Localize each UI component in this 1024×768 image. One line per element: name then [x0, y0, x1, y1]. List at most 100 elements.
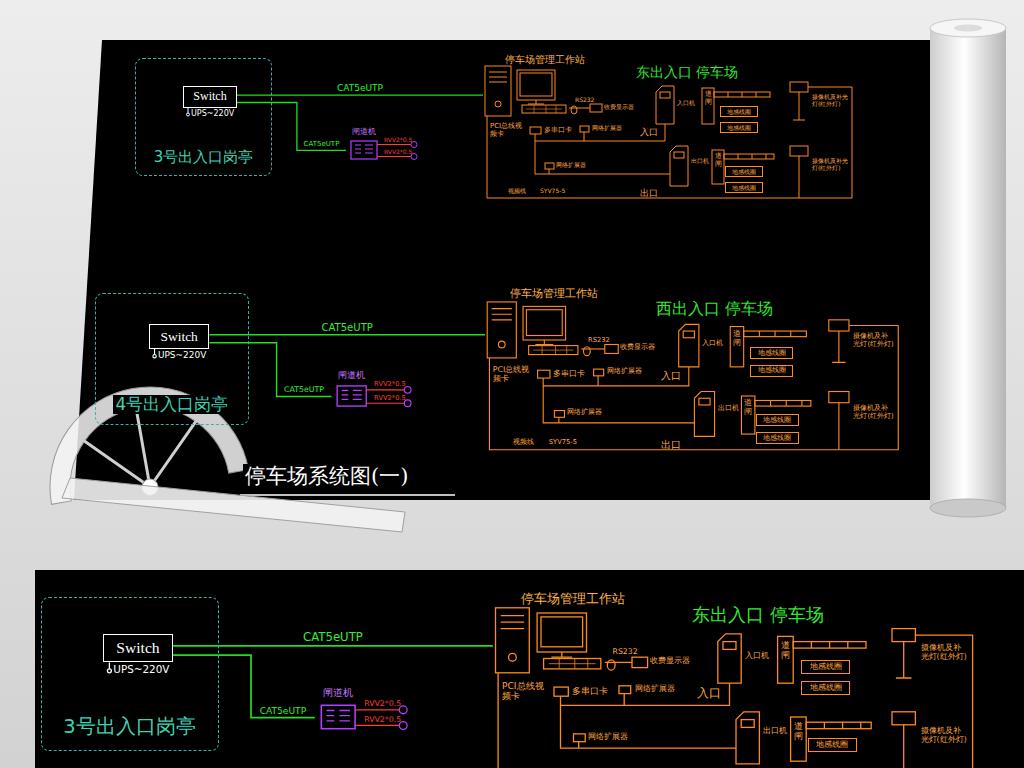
cable-label: 视频线	[513, 439, 534, 447]
node-text: 地感线圈	[727, 109, 751, 115]
cable-spec: RVV2*0.5	[364, 716, 401, 725]
device-label: 出口机	[691, 158, 709, 165]
ground-loop-coil-box: 地感线圈	[808, 738, 857, 752]
device-label: 多串口卡	[553, 369, 585, 378]
network-cable	[237, 103, 346, 151]
network-cable	[173, 655, 315, 717]
device-label: 收费显示器	[604, 104, 634, 111]
ground-loop-coil-box: 地感线圈	[801, 681, 850, 695]
camera-label: 摄像机及补光灯(红外灯)	[853, 405, 893, 420]
node-text: 停车场管理工作站	[510, 288, 598, 301]
device-label: 多串口卡	[572, 686, 608, 696]
device-label: 网络扩展器	[556, 162, 586, 169]
lane-label: 入口	[640, 127, 658, 137]
cable-label: CAT5eUTP	[336, 84, 384, 94]
paper-roll	[930, 28, 1006, 508]
ground-loop-coil-box: 地感线圈	[801, 660, 850, 674]
node-text: 闸道机	[323, 687, 353, 699]
port-label: RS232	[588, 337, 610, 345]
ups-label: UPS~220V	[158, 350, 206, 360]
gate-label: 道闸	[781, 640, 790, 660]
node-text: 地感线圈	[732, 169, 756, 175]
network-switch-box: Switch	[149, 324, 209, 349]
gate-label: 道闸	[794, 721, 803, 741]
device-label: 多串口卡	[544, 126, 572, 134]
ground-loop-coil-box: 地感线圈	[725, 182, 763, 193]
section-west	[153, 302, 898, 450]
roll-core	[954, 25, 982, 32]
workstation: 停车场管理工作站	[493, 592, 636, 675]
device-label: 入口机	[702, 340, 723, 348]
protractor-arc	[34, 371, 248, 504]
node-text: 3号出入口岗亭	[151, 149, 257, 166]
gate-label: 道闸	[705, 91, 712, 106]
roll-end	[930, 19, 1006, 37]
node-text: 地感线圈	[763, 417, 791, 424]
cable-label: CAT5eUTP	[283, 386, 325, 395]
node-text: 地感线圈	[727, 125, 751, 131]
network-cable	[173, 645, 493, 647]
node-text: 闸道机	[352, 127, 376, 136]
device-label: 网络扩展器	[567, 409, 602, 417]
device-label: 入口机	[745, 652, 769, 661]
cable-spec: RVV2*0.5	[384, 149, 412, 156]
cable-label: SYV75-5	[549, 439, 577, 447]
network-switch-box: Switch	[183, 86, 237, 108]
cable-label: CAT5eUTP	[302, 631, 364, 644]
section-east-zoom	[107, 608, 972, 768]
gate-label: 道闸	[733, 330, 741, 347]
camera-label: 摄像机及补光灯(红外灯)	[853, 333, 893, 348]
cable-label: CAT5eUTP	[320, 322, 374, 333]
port-label: RS232	[613, 648, 638, 657]
network-cable	[209, 334, 485, 335]
lane-label: 入口	[661, 370, 681, 382]
network-cable	[209, 343, 331, 397]
camera-label: 摄像机及补光灯(红外灯)	[921, 644, 968, 662]
node-text: 3号出入口岗亭	[60, 716, 198, 738]
node-text: 闸道机	[338, 370, 365, 380]
device-label: 网络扩展器	[592, 125, 622, 132]
node-text: 地感线圈	[732, 185, 756, 191]
lot-heading: 东出入口 停车场	[636, 64, 738, 80]
node-text: 地感线圈	[763, 435, 791, 442]
cable-label: 视频线	[508, 188, 526, 195]
device-label: 网络扩展器	[588, 733, 628, 742]
title-underline	[240, 494, 455, 496]
cable-label: SYV75-5	[540, 188, 565, 195]
cable-label: CAT5eUTP	[303, 141, 341, 149]
cable-spec: RVV2*0.5	[364, 700, 401, 709]
gate-label: 道闸	[715, 153, 722, 168]
node-text: 地感线圈	[810, 663, 842, 671]
node-text: Switch	[161, 329, 198, 344]
ground-loop-coil-box: 地感线圈	[756, 432, 799, 444]
node-text: 4号出入口岗亭	[113, 395, 232, 414]
device-label: PCI总线视频卡	[493, 365, 531, 383]
lot-heading: 东出入口 停车场	[692, 605, 824, 626]
cable-spec: RVV2*0.5	[374, 395, 406, 403]
node-text: 停车场管理工作站	[505, 54, 585, 66]
node-text: 地感线圈	[758, 350, 786, 357]
lane-label: 出口	[661, 439, 681, 451]
device-label: 出口机	[718, 405, 739, 413]
cable-spec: RVV2*0.5	[384, 137, 412, 144]
device-label: 收费显示器	[650, 657, 690, 666]
camera-label: 摄像机及补光灯(红外灯)	[812, 158, 848, 172]
ground-loop-coil-box: 地感线圈	[756, 414, 799, 426]
gate-controller: 闸道机	[332, 370, 372, 409]
node-text: Switch	[116, 639, 159, 657]
drawing-sheet	[74, 40, 950, 500]
gate-controller: 闸道机	[315, 687, 362, 733]
section-east	[187, 66, 853, 198]
gate-controller: 闸道机	[346, 127, 382, 162]
roll-end	[930, 499, 1006, 517]
ups-label: UPS~220V	[191, 109, 234, 118]
device-label: 网络扩展器	[607, 368, 642, 376]
cable-spec: RVV2*0.5	[374, 381, 406, 389]
node-text: 地感线圈	[816, 741, 848, 749]
ground-loop-coil-box: 地感线圈	[750, 347, 793, 359]
node-text: 停车场管理工作站	[521, 592, 625, 607]
device-label: 出口机	[763, 727, 787, 736]
node-text: 地感线圈	[758, 367, 786, 374]
device-label: 收费显示器	[620, 344, 655, 352]
